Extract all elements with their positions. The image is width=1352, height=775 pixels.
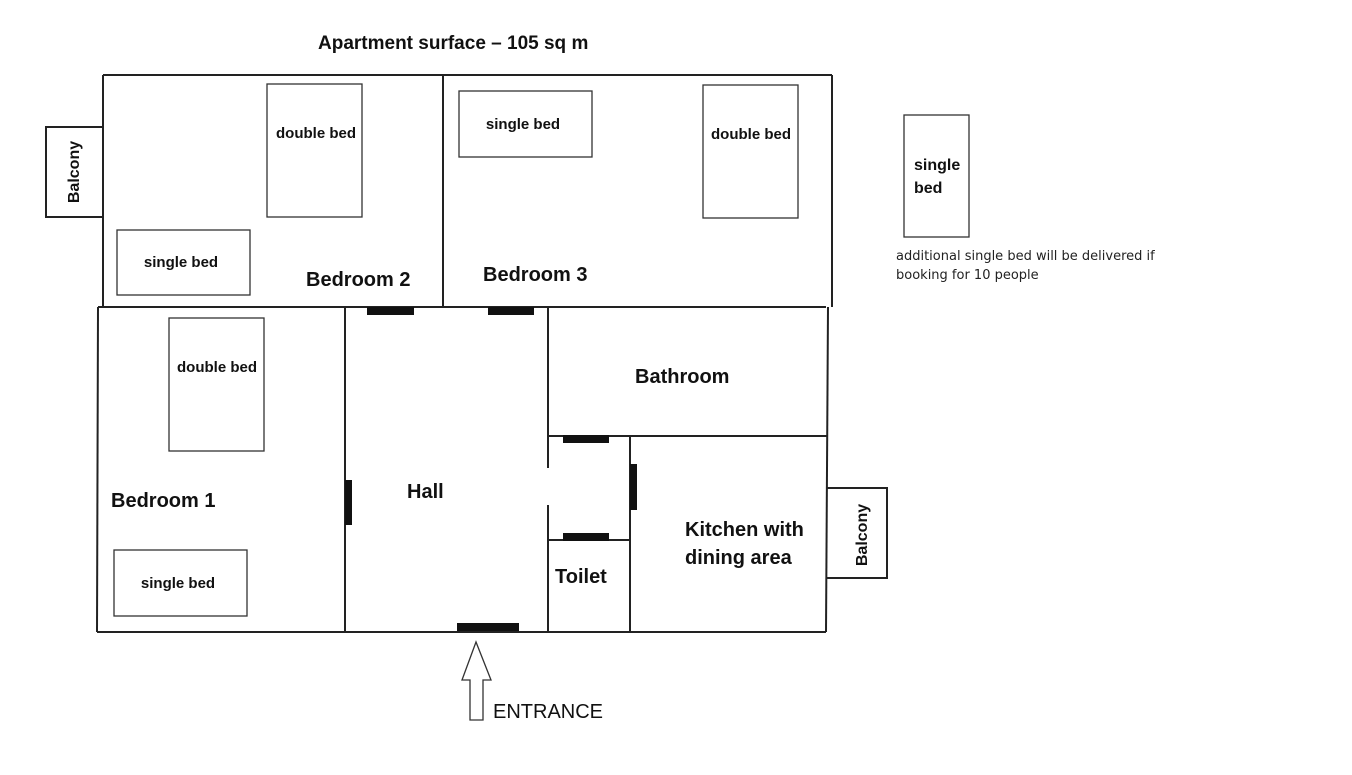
bed-single-extra-label-1: single: [914, 157, 960, 174]
balcony-left-label: Balcony: [66, 141, 83, 203]
room-bedroom1-label: Bedroom 1: [111, 490, 215, 512]
balcony-right-label: Balcony: [854, 504, 871, 566]
extra-bed-note: additional single bed will be delivered …: [896, 249, 1155, 283]
bed-single-bedroom1-label: single bed: [141, 575, 215, 592]
bed-single-bedroom1: [113, 549, 248, 617]
bed-single-extra: [903, 114, 970, 238]
entrance-arrow-icon: [461, 640, 492, 721]
bed-double-bedroom1-label: double bed: [177, 359, 257, 376]
balcony-right: Balcony: [826, 487, 888, 579]
room-bedroom2-label: Bedroom 2: [306, 269, 410, 291]
plan-title: Apartment surface – 105 sq m: [318, 33, 588, 54]
doors: [345, 307, 637, 631]
bed-double-bedroom2: [266, 83, 363, 218]
bed-single-bedroom2: [116, 229, 251, 296]
bed-double-bedroom2-label: double bed: [276, 125, 356, 142]
room-toilet-label: Toilet: [555, 566, 607, 588]
room-bathroom-label: Bathroom: [635, 366, 729, 388]
entrance-label: ENTRANCE: [493, 701, 603, 723]
bed-double-bedroom3: [702, 84, 799, 219]
room-kitchen-label-2: dining area: [685, 547, 793, 569]
room-hall-label: Hall: [407, 481, 444, 503]
outer-walls: [96, 74, 833, 633]
bed-single-bedroom2-label: single bed: [144, 254, 218, 271]
balcony-left: Balcony: [45, 126, 103, 218]
bed-double-bedroom3-label: double bed: [711, 126, 791, 143]
bed-double-bedroom1: [168, 317, 265, 452]
room-bedroom3-label: Bedroom 3: [483, 264, 587, 286]
bed-single-bedroom3: [458, 90, 593, 158]
bed-single-extra-label-2: bed: [914, 180, 942, 197]
bed-single-bedroom3-label: single bed: [486, 116, 560, 133]
room-kitchen-label-1: Kitchen with: [685, 519, 804, 541]
